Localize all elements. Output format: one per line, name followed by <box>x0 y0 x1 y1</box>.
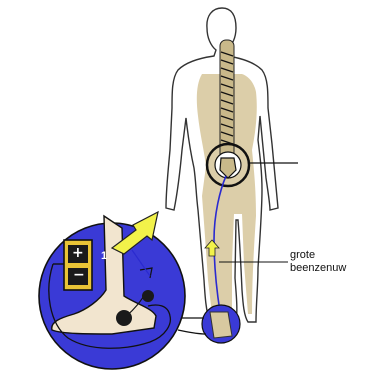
battery-number: 1 <box>101 250 107 262</box>
battery-plus-symbol: + <box>72 244 84 262</box>
battery-minus-symbol: − <box>73 266 85 284</box>
magnified-view <box>39 216 185 369</box>
nerve-label-line2: beenzenuw <box>290 262 346 275</box>
electrode-calf <box>142 290 154 302</box>
electrode-ankle <box>116 310 132 326</box>
nerve-label-line1: grote <box>290 249 315 262</box>
ankle-circle <box>202 305 240 343</box>
